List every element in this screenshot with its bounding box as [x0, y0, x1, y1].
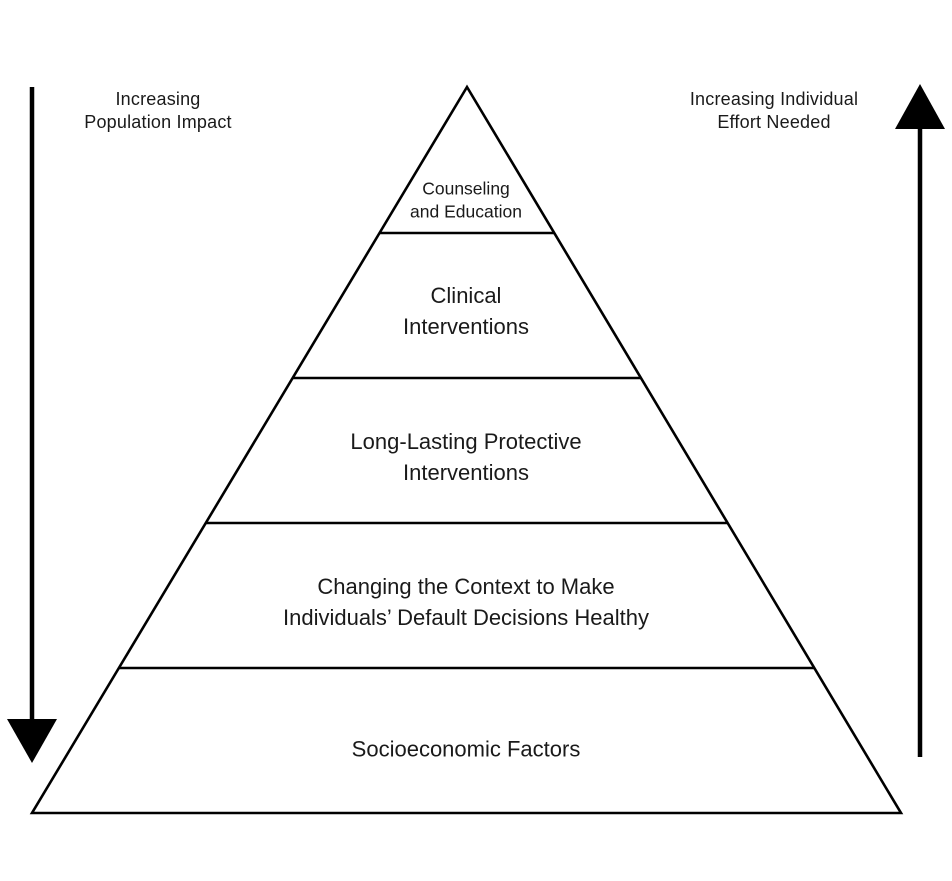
level-label-clinical-interventions: Clinical Interventions: [403, 283, 529, 339]
level-label-counseling-and-education: Counseling and Education: [410, 178, 522, 221]
pyramid-outline: [29, 84, 904, 815]
level-label-changing-the-context: Changing the Context to Make Individuals…: [282, 574, 650, 630]
down-arrow-icon: [7, 87, 57, 763]
level-label-socioeconomic-factors: Socioeconomic Factors: [351, 736, 581, 762]
level-label-long-lasting-protective-interventions: Long-Lasting Protective Interventions: [350, 429, 582, 485]
up-arrow-icon: [895, 84, 945, 757]
right-axis-label: Increasing Individual Effort Needed: [689, 88, 859, 132]
left-axis-label: Increasing Population Impact: [84, 88, 232, 132]
